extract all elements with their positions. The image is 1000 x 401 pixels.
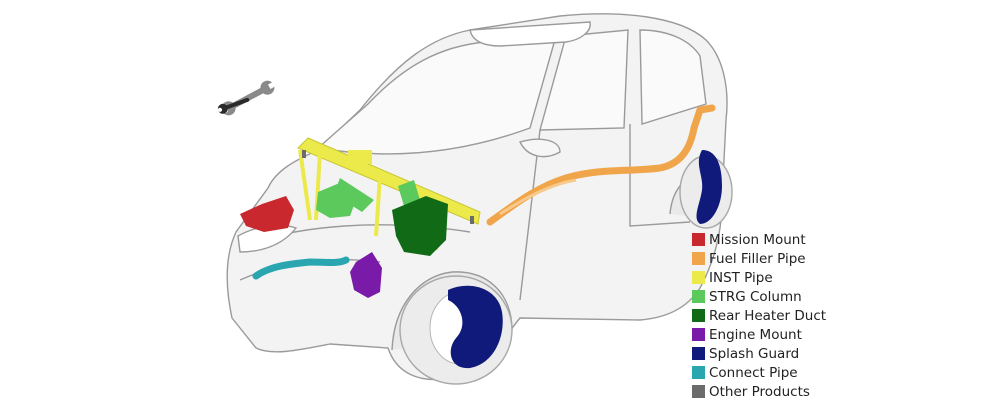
engine-mount bbox=[350, 252, 382, 298]
legend-label: Rear Heater Duct bbox=[709, 307, 827, 324]
legend-item: Other Products bbox=[692, 382, 852, 401]
legend-swatch bbox=[692, 271, 705, 284]
rear-heater-duct bbox=[392, 196, 448, 256]
legend-item: INST Pipe bbox=[692, 268, 852, 287]
legend-item: STRG Column bbox=[692, 287, 852, 306]
wrench-icon bbox=[221, 80, 278, 116]
wrench-icon-dark bbox=[217, 97, 250, 114]
legend-swatch bbox=[692, 328, 705, 341]
splash-guard-front bbox=[448, 285, 503, 369]
connect-pipe bbox=[252, 256, 350, 280]
legend-label: Mission Mount bbox=[709, 231, 806, 248]
legend-swatch bbox=[692, 290, 705, 303]
legend-label: INST Pipe bbox=[709, 269, 773, 286]
legend-label: Engine Mount bbox=[709, 326, 802, 343]
splash-guard-rear bbox=[696, 150, 722, 224]
legend-item: Engine Mount bbox=[692, 325, 852, 344]
legend-item: Fuel Filler Pipe bbox=[692, 249, 852, 268]
legend-item: Splash Guard bbox=[692, 344, 852, 363]
legend-label: STRG Column bbox=[709, 288, 802, 305]
legend-swatch bbox=[692, 309, 705, 322]
legend-label: Splash Guard bbox=[709, 345, 800, 362]
legend-swatch bbox=[692, 385, 705, 398]
legend-swatch bbox=[692, 252, 705, 265]
legend-swatch bbox=[692, 233, 705, 246]
legend-label: Fuel Filler Pipe bbox=[709, 250, 806, 267]
mission-mount bbox=[240, 196, 294, 232]
other-products bbox=[302, 150, 474, 224]
legend-swatch bbox=[692, 366, 705, 379]
legend-swatch bbox=[692, 347, 705, 360]
legend-item: Rear Heater Duct bbox=[692, 306, 852, 325]
legend-item: Mission Mount bbox=[692, 230, 852, 249]
fuel-filler-pipe bbox=[486, 104, 716, 226]
legend-label: Connect Pipe bbox=[709, 364, 798, 381]
legend-label: Other Products bbox=[709, 383, 810, 400]
legend-item: Connect Pipe bbox=[692, 363, 852, 382]
